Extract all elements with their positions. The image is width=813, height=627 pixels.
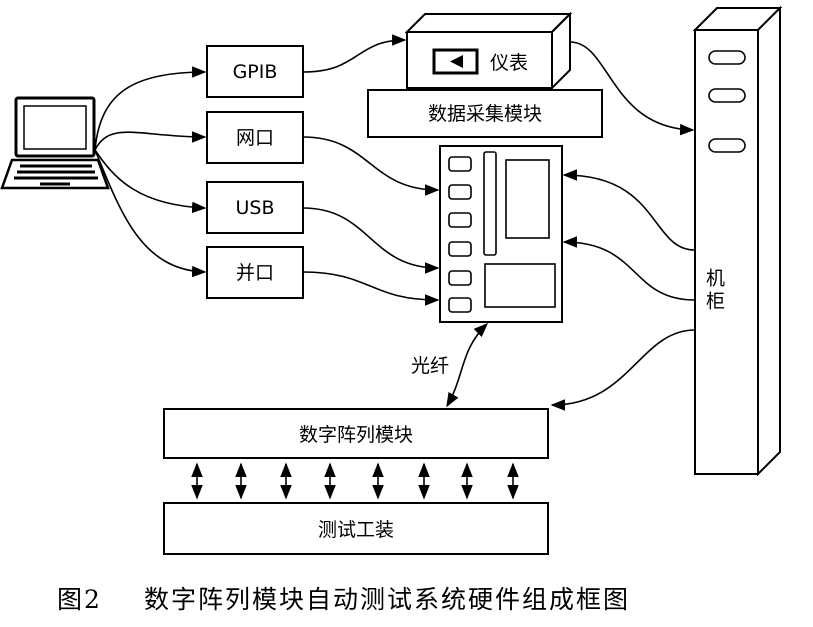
fixture-label: 测试工装	[318, 519, 394, 541]
instrument-label: 仪表	[490, 52, 528, 74]
lan-label: 网口	[236, 127, 274, 149]
figure-caption: 图2 数字阵列模块自动测试系统硬件组成框图	[57, 585, 630, 614]
digital-array-box: 数字阵列模块	[163, 408, 549, 459]
daq-label: 数据采集模块	[428, 103, 542, 125]
usb-box: USB	[206, 181, 304, 234]
gpib-label: GPIB	[233, 61, 278, 83]
gpib-box: GPIB	[206, 45, 304, 98]
parallel-box: 并口	[206, 246, 304, 299]
cabinet-label: 机柜	[703, 268, 725, 314]
array-fixture-connectors	[191, 462, 519, 500]
instrument-box: 仪表	[404, 11, 573, 91]
cabinet-icon: 机柜	[692, 5, 783, 477]
lan-box: 网口	[206, 111, 304, 164]
cabinet-array-link	[550, 329, 696, 411]
caption-title: 数字阵列模块自动测试系统硬件组成框图	[144, 585, 630, 614]
cabinet-controller-links	[562, 169, 696, 301]
play-triangle-icon	[450, 55, 463, 68]
fiber-link	[446, 323, 489, 408]
parallel-label: 并口	[236, 262, 274, 284]
instrument-cabinet-link	[569, 41, 695, 136]
fiber-label: 光纤	[411, 355, 449, 377]
fixture-box: 测试工装	[163, 502, 549, 555]
daq-box: 数据采集模块	[367, 89, 603, 138]
caption-figure-number: 图2	[57, 585, 102, 614]
controller-unit-icon	[439, 145, 563, 323]
laptop-icon	[0, 96, 110, 190]
digital-array-label: 数字阵列模块	[299, 424, 413, 446]
interface-controller-links	[302, 136, 440, 306]
usb-label: USB	[235, 197, 274, 219]
gpib-instrument-link	[302, 34, 407, 73]
laptop-links	[94, 66, 207, 278]
